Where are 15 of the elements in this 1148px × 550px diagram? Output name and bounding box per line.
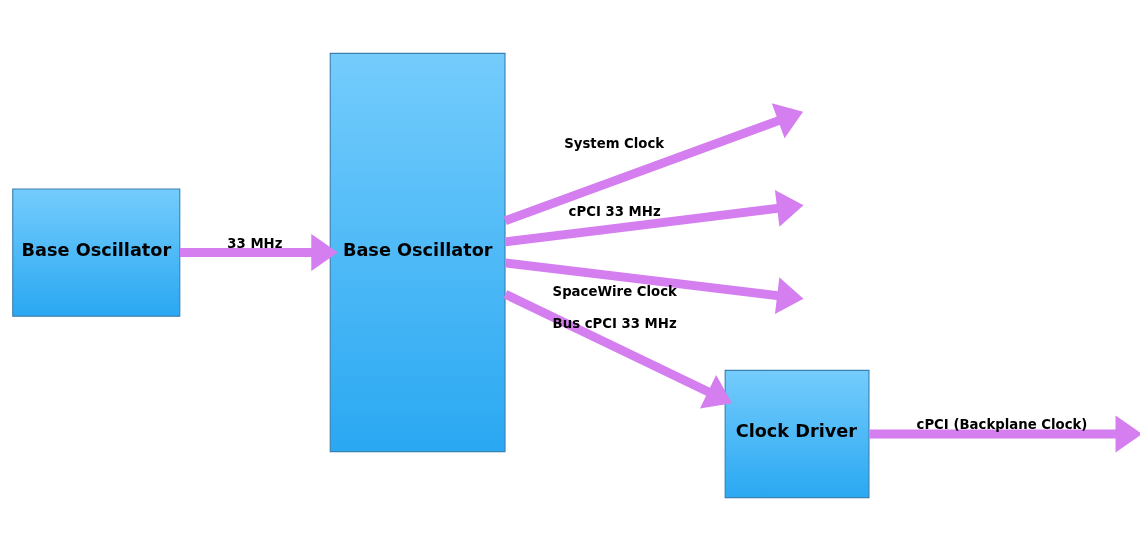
arrow	[179, 233, 338, 271]
node-box: Clock Driver	[724, 369, 870, 498]
arrow	[503, 289, 732, 408]
edge-label: SpaceWire Clock	[552, 283, 677, 299]
arrow	[504, 189, 804, 246]
arrow	[869, 414, 1140, 453]
edge-label: cPCI (Backplane Clock)	[916, 416, 1088, 432]
edge-label: Bus cPCI 33 MHz	[552, 315, 677, 331]
edge-label: System Clock	[564, 135, 665, 151]
node-box: Base Oscillator	[12, 187, 181, 317]
arrow	[504, 258, 804, 314]
arrow	[503, 102, 804, 225]
edge-label: cPCI 33 MHz	[568, 203, 661, 219]
edge-label: 33 MHz	[227, 235, 283, 251]
node-box: Base Oscillator	[329, 52, 506, 452]
